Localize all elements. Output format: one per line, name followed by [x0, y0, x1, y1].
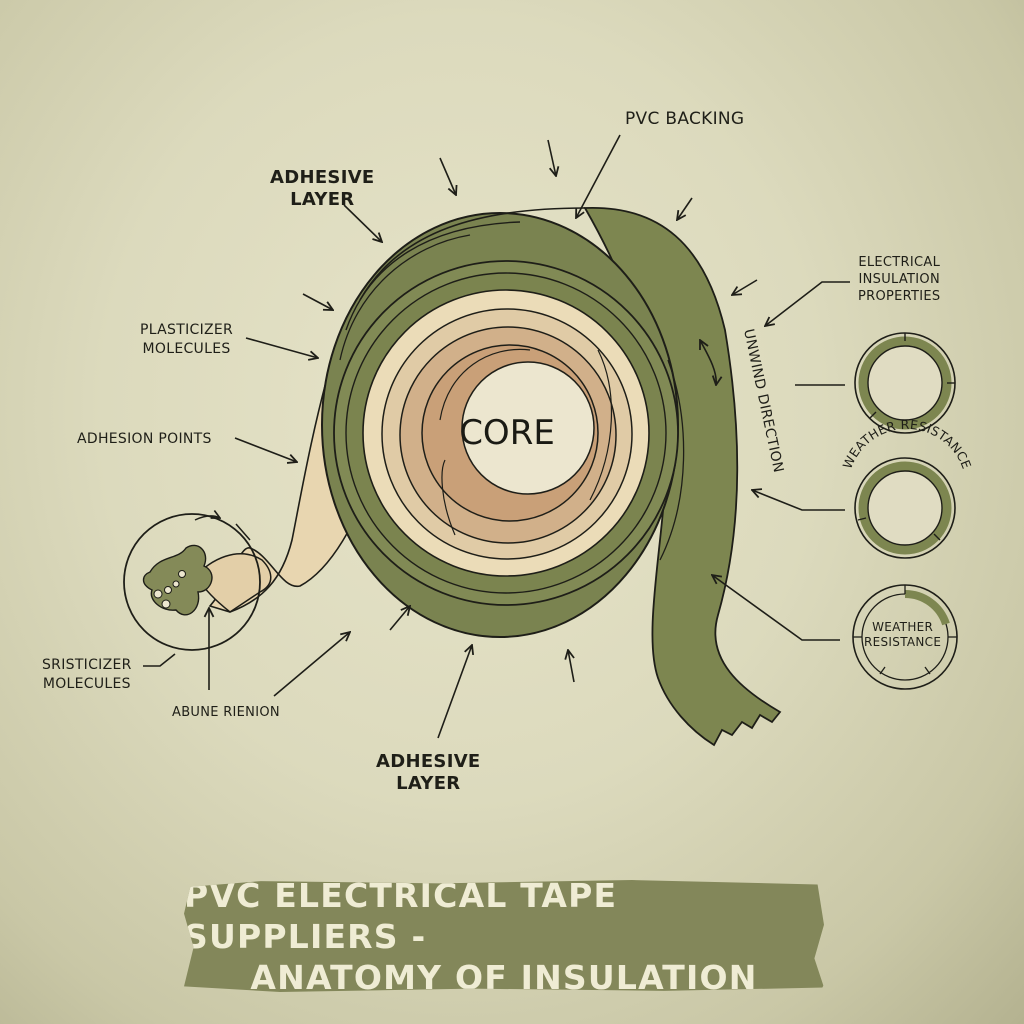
sristicizer-line1: SRISTICIZER — [42, 657, 132, 673]
adhesive-layer-top-line2: LAYER — [290, 189, 355, 210]
title-line1: PVC ELECTRICAL TAPE SUPPLIERS - — [184, 875, 618, 956]
roll-top-ridge — [359, 207, 586, 301]
adhesive-layer-top-label: ADHESIVE LAYER — [270, 167, 375, 211]
adhesive-layer-bottom-label: ADHESIVE LAYER — [376, 751, 481, 795]
magnifier-circle — [123, 513, 261, 651]
title-banner: PVC ELECTRICAL TAPE SUPPLIERS - ANATOMY … — [184, 880, 824, 992]
core-label: CORE — [459, 413, 555, 453]
weather-resistance-inset-2 — [852, 584, 958, 690]
adhesive-layer-top-line1: ADHESIVE — [270, 167, 375, 188]
plasticizer-molecules-label: PLASTICIZER MOLECULES — [140, 321, 233, 359]
title-line2: ANATOMY OF INSULATION — [250, 957, 758, 997]
leader-lines — [143, 134, 850, 739]
electrical-insulation-label: ELECTRICAL INSULATION PROPERTIES — [858, 254, 941, 305]
weather-resistance-inset — [854, 457, 956, 559]
adhesive-layer-bottom-line1: ADHESIVE — [376, 751, 481, 772]
pvc-backing-label: PVC BACKING — [625, 109, 745, 129]
molecule-cluster — [142, 544, 213, 616]
weather-resistance-inner-line2: RESISTANCE — [864, 635, 942, 649]
weather-resistance-inner-line1: WEATHER — [872, 620, 934, 634]
weather-resistance-inner-label: WEATHER RESISTANCE — [864, 620, 941, 650]
sristicizer-line2: MOLECULES — [42, 676, 131, 692]
core-hole — [461, 361, 595, 495]
electrical-insulation-line3: PROPERTIES — [858, 289, 941, 304]
abune-rienion-label: ABUNE RIENION — [172, 705, 280, 720]
adhesion-points-label: ADHESION POINTS — [77, 431, 212, 447]
electrical-insulation-line1: ELECTRICAL — [858, 255, 941, 270]
unwind-direction-label: UNWIND DIRECTION — [740, 328, 786, 475]
plasticizer-line1: PLASTICIZER — [140, 322, 234, 338]
tape-strip-twist — [195, 553, 272, 613]
electrical-insulation-line2: INSULATION — [858, 272, 940, 287]
adhesive-layer-bottom-line2: LAYER — [396, 773, 461, 794]
sristicizer-molecules-label: SRISTICIZER MOLECULES — [42, 656, 132, 694]
insulation-inset-1 — [854, 332, 956, 434]
plasticizer-line2: MOLECULES — [142, 341, 231, 357]
